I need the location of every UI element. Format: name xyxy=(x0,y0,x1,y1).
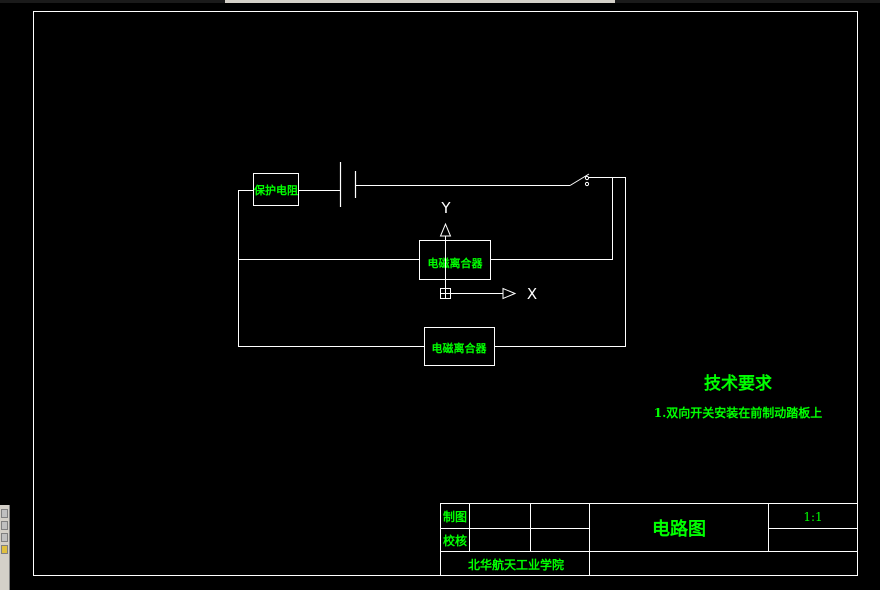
coupler-top-box[interactable] xyxy=(419,240,491,280)
switch-icon xyxy=(569,173,590,187)
side-button-2[interactable] xyxy=(1,521,8,530)
wire-right-inner xyxy=(491,177,613,260)
scale-value: 1:1 xyxy=(803,510,822,524)
wire-right-outer xyxy=(494,177,626,347)
wire-left-loop xyxy=(238,190,424,347)
side-scroll-widget[interactable] xyxy=(0,505,10,590)
side-button-1[interactable] xyxy=(1,509,8,518)
resistor-label: 保护电阻 xyxy=(253,183,298,197)
y-axis-label: Y xyxy=(440,199,451,217)
toolbar-strip xyxy=(225,0,615,3)
battery-icon xyxy=(339,162,357,207)
drawing-title: 电路图 xyxy=(652,518,706,540)
title-block-drawn-label: 制图 xyxy=(443,509,467,524)
resistor-box[interactable] xyxy=(253,173,299,206)
requirements-heading: 技术要求 xyxy=(704,373,772,394)
title-block-checked-label: 校核 xyxy=(443,533,467,548)
side-button-4[interactable] xyxy=(1,545,8,554)
x-axis-label: X xyxy=(527,285,537,303)
requirements-item-1: 1.双向开关安装在前制动踏板上 xyxy=(654,405,823,420)
coupler-bottom-label: 电磁离合器 xyxy=(432,341,488,355)
title-block-grid xyxy=(440,503,858,576)
institution-name: 北华航天工业学院 xyxy=(468,557,564,572)
side-button-3[interactable] xyxy=(1,533,8,542)
ucs-icon xyxy=(439,222,517,300)
coupler-top-label: 电磁离合器 xyxy=(428,256,484,270)
circuit-wires xyxy=(238,177,626,347)
top-toolbar-edge xyxy=(0,0,880,3)
coupler-bottom-box[interactable] xyxy=(424,327,495,366)
